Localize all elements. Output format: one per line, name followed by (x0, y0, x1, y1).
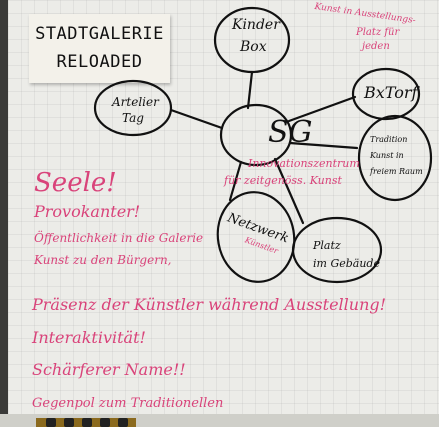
center-ellipse (219, 103, 293, 167)
top-right-note-line3: jeden (362, 41, 390, 52)
note-praesenz: Präsenz der Künstler während Ausstellung… (32, 295, 387, 314)
magnet (118, 418, 128, 427)
magnet (64, 418, 74, 427)
note-title-line2: RELOADED (56, 52, 143, 72)
platz-line1: Platz (313, 239, 341, 252)
connector-tradition (288, 141, 359, 150)
tradition-line3: freiem Raum (370, 167, 423, 176)
note-oeffentlichkeit: Öffentlichkeit in die Galerie (34, 231, 204, 245)
tradition-line2: Kunst in (370, 151, 404, 160)
whiteboard (8, 0, 439, 427)
connector-netzwerk (228, 160, 243, 202)
kinderbox-line2: Box (240, 39, 267, 55)
magnet (46, 418, 56, 427)
note-kunst-buergern: Kunst zu den Bürgern, (34, 253, 172, 267)
platz-line2: im Gebäude (313, 257, 380, 270)
note-interaktivitaet: Interaktivität! (32, 328, 146, 347)
tradition-line1: Tradition (370, 135, 408, 144)
note-gegenpol: Gegenpol zum Traditionellen (32, 396, 224, 411)
center-caption-line1: Innovationszentrum (248, 157, 360, 170)
sticky-note: STADTGALERIE RELOADED (29, 14, 170, 83)
center-caption-line2: für zeitgenöss. Kunst (224, 174, 342, 187)
kinderbox-ellipse (213, 6, 291, 74)
magnet (100, 418, 110, 427)
boxtorf-ellipse (351, 67, 421, 121)
tradition-ellipse (357, 114, 433, 202)
artelier-ellipse (93, 79, 173, 137)
platz-ellipse (291, 216, 383, 284)
note-schaerferer-name: Schärferer Name!! (32, 360, 186, 379)
connector-platz (273, 157, 305, 225)
netzwerk-ellipse (216, 191, 296, 283)
boxtorf-label: BxTorf (364, 83, 418, 102)
connector-kinderbox (246, 70, 254, 110)
note-seele: Seele! (34, 168, 117, 198)
top-right-note-line2: Platz für (356, 27, 400, 38)
center-label: SG (268, 115, 313, 150)
board-left-edge (0, 0, 8, 427)
kinderbox-line1: Kinder (232, 17, 280, 33)
note-provokanter: Provokanter! (34, 202, 141, 221)
artelier-line1: Artelier (112, 95, 159, 109)
artelier-line2: Tag (122, 111, 144, 125)
connector-boxtorf (287, 95, 357, 123)
magnet (82, 418, 92, 427)
connector-artelier (169, 108, 224, 130)
note-title-line1: STADTGALERIE (35, 24, 164, 44)
